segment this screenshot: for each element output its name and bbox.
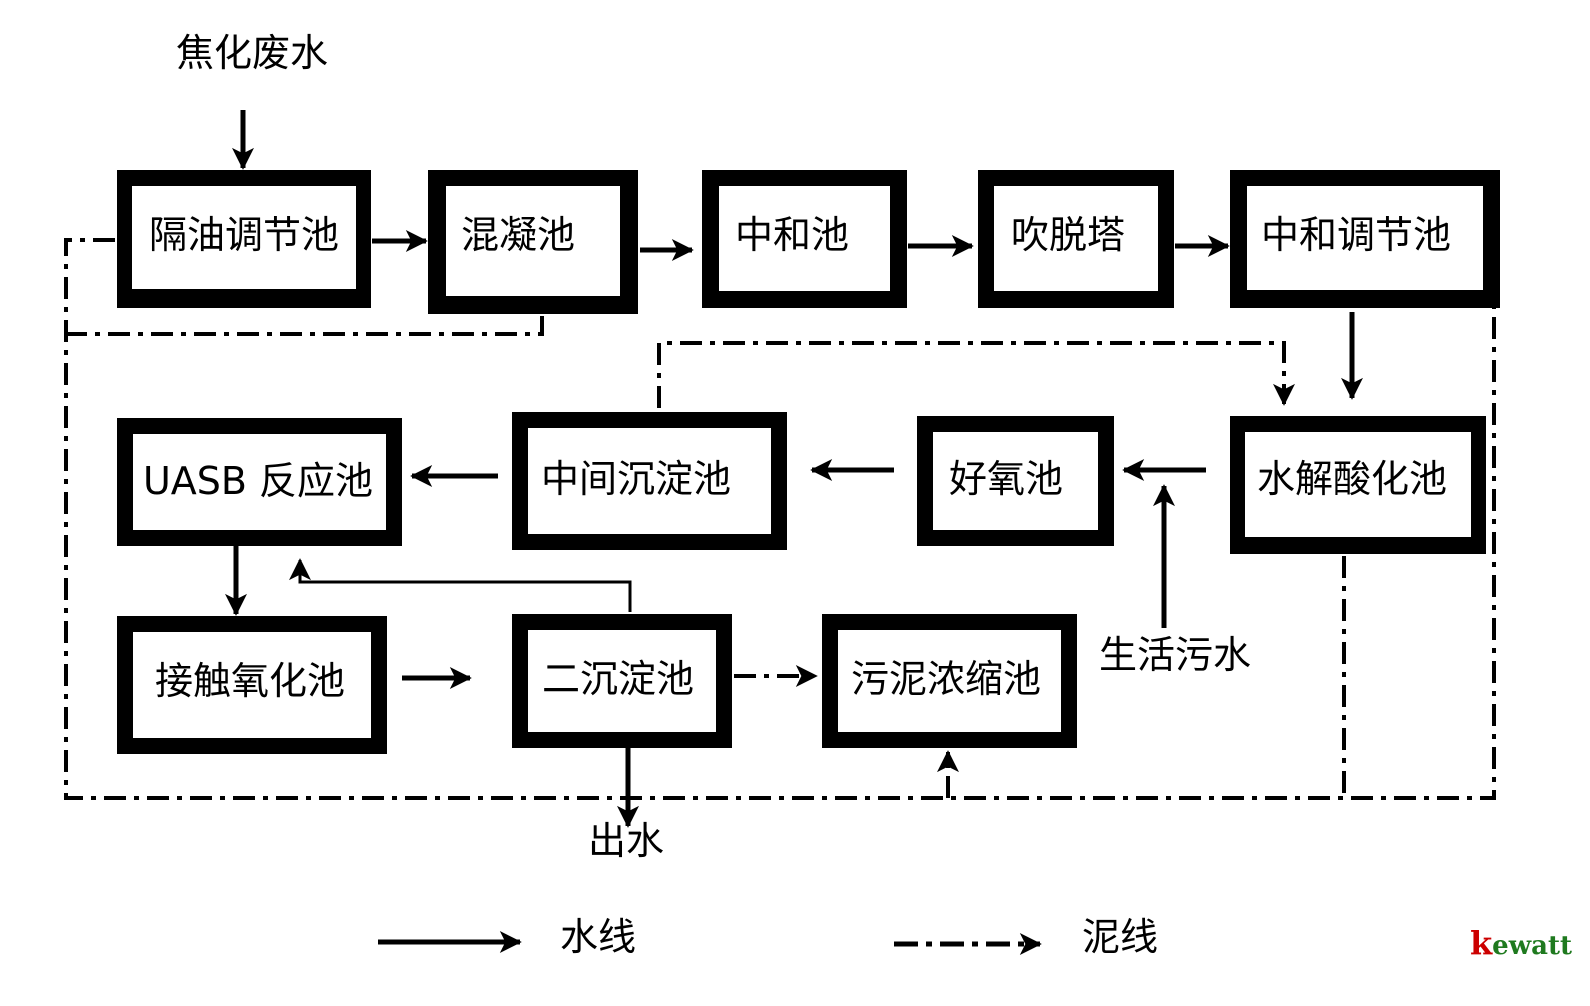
box-label-neutralization-tank: 中和池 [735,213,849,257]
input-label-coking-wastewater: 焦化废水 [176,31,328,75]
box-neutralization-regulating-tank: 中和调节池 [1230,170,1500,308]
watermark-first-letter: k [1470,924,1493,962]
box-label-hydrolysis-acidification-tank: 水解酸化池 [1257,457,1447,501]
domestic-sewage-label: 生活污水 [1099,633,1251,677]
box-label-neutralization-regulating-tank: 中和调节池 [1261,213,1451,257]
box-hydrolysis-acidification-tank: 水解酸化池 [1230,416,1486,554]
box-uasb-reactor: UASB 反应池 [117,418,402,546]
sludge-lines [64,238,1496,800]
box-coagulation-tank: 混凝池 [428,170,638,314]
legend-sludge-line-label: 泥线 [1082,915,1158,959]
box-label-oil-separation-tank: 隔油调节池 [149,213,339,257]
box-label-aerobic-tank: 好氧池 [949,457,1063,501]
box-neutralization-tank: 中和池 [702,170,907,308]
box-aerobic-tank: 好氧池 [917,416,1114,546]
legend-water-line-label: 水线 [560,915,636,959]
box-label-sludge-thickening-tank: 污泥浓缩池 [851,657,1041,701]
water-return-line-11-to-9 [289,558,632,612]
box-oil-separation-tank: 隔油调节池 [117,170,371,308]
legend: 水线 泥线 [378,915,1158,959]
watermark-logo: kewatt [1470,924,1572,962]
box-label-secondary-sedimentation-tank: 二沉淀池 [542,657,694,701]
sludge-line-intermediate-to-hydrolysis [657,341,1295,408]
box-label-intermediate-sedimentation-tank: 中间沉淀池 [541,457,731,501]
box-intermediate-sedimentation-tank: 中间沉淀池 [512,412,787,550]
box-contact-oxidation-tank: 接触氧化池 [117,616,387,754]
box-secondary-sedimentation-tank: 二沉淀池 [512,614,732,748]
box-sludge-thickening-tank: 污泥浓缩池 [822,614,1077,748]
box-label-contact-oxidation-tank: 接触氧化池 [155,659,345,703]
box-stripping-tower: 吹脱塔 [978,170,1174,308]
box-label-stripping-tower: 吹脱塔 [1011,213,1125,257]
box-label-uasb-reactor: UASB 反应池 [143,459,373,503]
water-lines [225,110,1363,828]
watermark-rest: ewatt [1492,931,1572,961]
sludge-line-coagulation-return [66,316,544,336]
box-label-coagulation-tank: 混凝池 [461,213,575,257]
sludge-line-outer-left-loop [64,238,1496,800]
